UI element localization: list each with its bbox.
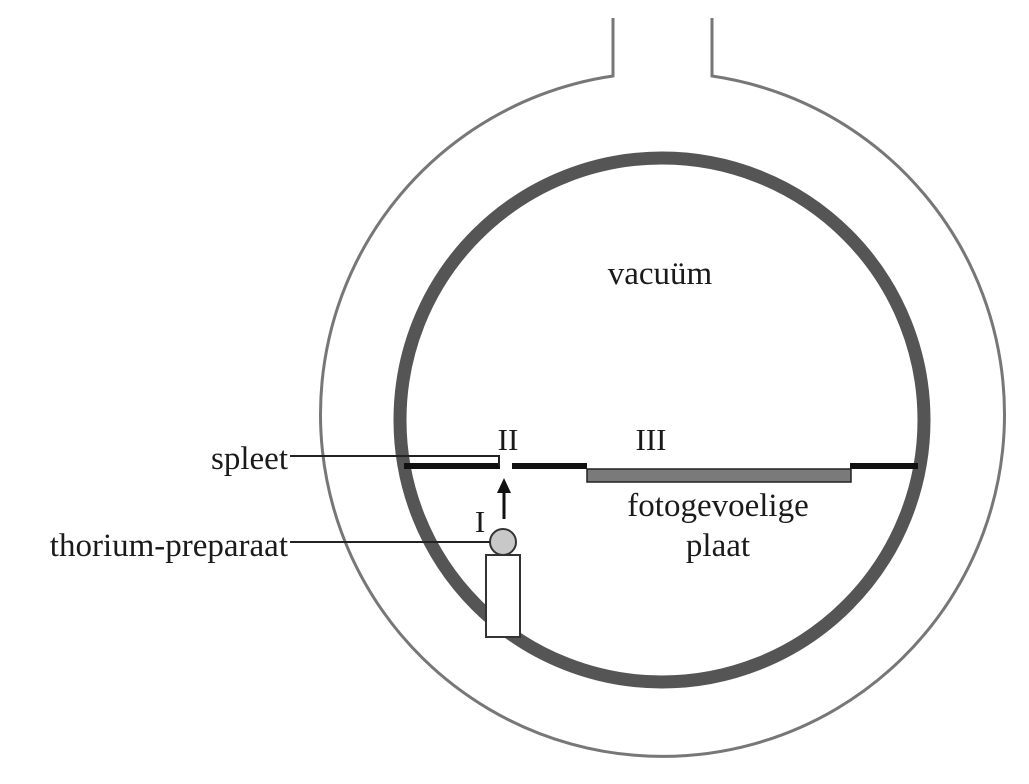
photosensitive-plate: [586, 468, 852, 483]
outer-vessel: [319, 18, 1006, 758]
leader-line-slit: [290, 455, 500, 466]
arrow-head-icon: [497, 478, 511, 493]
source-holder: [485, 554, 521, 638]
label-slit: spleet: [211, 441, 288, 477]
label-point-2: II: [498, 422, 519, 457]
inner-chamber-wall: [393, 151, 931, 689]
label-plate-line-2: plaat: [686, 528, 750, 564]
label-point-1: I: [475, 504, 485, 539]
label-vacuum: vacuüm: [608, 256, 713, 292]
label-point-3: III: [636, 422, 667, 457]
label-source: thorium-preparaat: [50, 528, 288, 564]
thorium-source: [489, 528, 517, 556]
label-plate-line-1: fotogevoelige: [627, 488, 808, 524]
